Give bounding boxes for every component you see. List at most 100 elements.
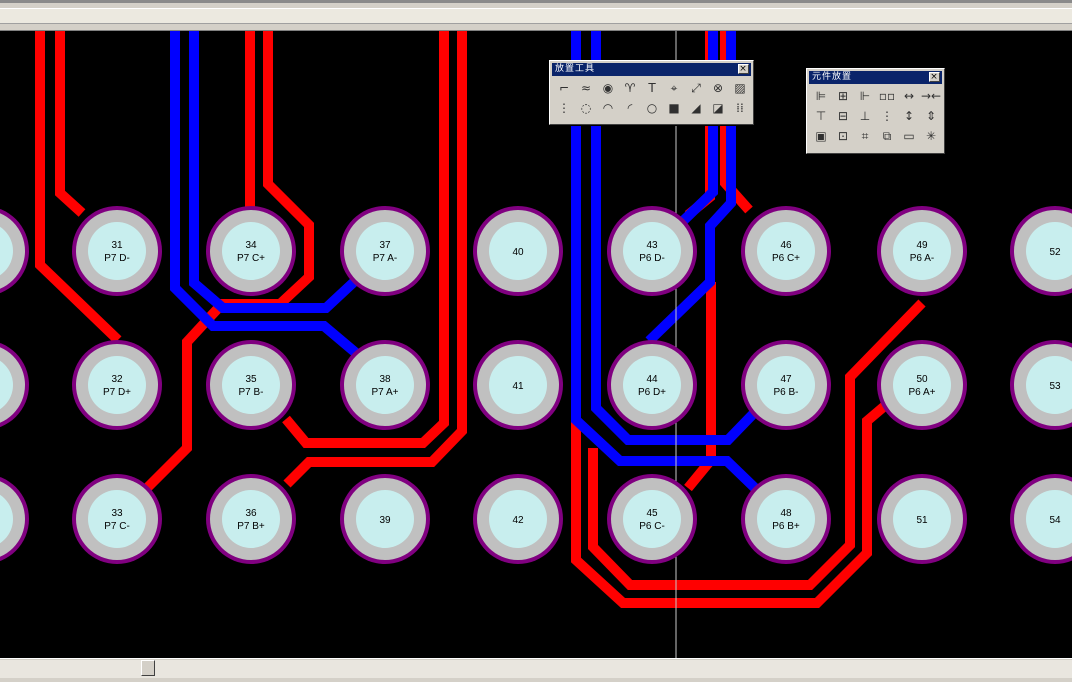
place-via-icon[interactable]: ◉ [602, 81, 614, 95]
move-grid-icon[interactable]: ⌗ [861, 129, 869, 143]
pad-net-label: P6 B+ [772, 521, 800, 532]
pad[interactable]: 40 [473, 206, 563, 296]
pad-number: 44 [646, 374, 658, 385]
pad[interactable]: 42 [473, 474, 563, 564]
trace-bottom[interactable] [571, 31, 761, 494]
trace-bottom[interactable] [189, 31, 359, 313]
trace-top[interactable] [571, 400, 891, 608]
decrease-v-spacing-icon[interactable]: ⇕ [925, 109, 937, 123]
trace-top[interactable] [35, 31, 122, 344]
place-polygon-icon[interactable]: ◢ [691, 101, 701, 115]
arc-center-icon[interactable]: ◌ [580, 101, 592, 115]
place-dimension-icon[interactable]: ⤢ [691, 81, 701, 95]
pad[interactable]: 53 [1010, 340, 1072, 430]
place-pad-icon[interactable]: ♈ [624, 81, 636, 95]
component-placement-window[interactable]: 元件放置 × ⊫ ⊞ ⊩ ▫▫ ↔ →← ⊤ ⊟ ⊥ ⋮ ↕ ⇕ ▣ ⊡ ⌗ ⧉ ▭ ✳ [806, 68, 945, 154]
place-fill-icon[interactable]: ■ [668, 101, 680, 115]
increase-h-spacing-icon[interactable]: ↔ [903, 89, 915, 103]
place-origin-icon[interactable]: ⊗ [712, 81, 724, 95]
close-icon[interactable]: × [738, 64, 749, 74]
align-right-icon[interactable]: ⊩ [859, 89, 871, 103]
pad-hole [0, 226, 13, 276]
pad[interactable]: 51 [877, 474, 967, 564]
close-icon[interactable]: × [929, 72, 940, 82]
room-arrange-icon[interactable]: ▣ [815, 129, 827, 143]
pad[interactable]: 50 P6 A+ [877, 340, 967, 430]
scroll-track[interactable] [0, 660, 1072, 678]
pad[interactable]: 52 [1010, 206, 1072, 296]
pad[interactable]: 41 [473, 340, 563, 430]
place-region-icon[interactable]: ◪ [712, 101, 724, 115]
pad[interactable] [0, 340, 29, 430]
align-center-v-icon[interactable]: ⊟ [837, 109, 849, 123]
place-circle-icon[interactable]: ○ [646, 101, 658, 115]
pad[interactable]: 39 [340, 474, 430, 564]
pad-number: 51 [916, 515, 928, 526]
trace-top[interactable] [588, 299, 926, 590]
align-center-h-icon[interactable]: ⊞ [837, 89, 849, 103]
pad-hole [222, 356, 280, 414]
pad-number: 32 [111, 374, 123, 385]
pad-number: 49 [916, 240, 928, 251]
place-line-icon[interactable]: ⌐ [558, 81, 570, 95]
align-bottom-icon[interactable]: ⊥ [859, 109, 871, 123]
group-icon[interactable]: ⧉ [882, 129, 892, 143]
pad-number: 54 [1049, 515, 1061, 526]
pad-number: 34 [245, 240, 257, 251]
place-array-icon[interactable]: ⁞⁞ [736, 101, 744, 115]
placement-tools-window[interactable]: 放置工具 × ⌐ ≈ ◉ ♈ T ⌖ ⤢ ⊗ ▨ ⋮ ◌ ◠ ◜ ○ ■ ◢ ◪ ⁞⁞ [549, 60, 754, 125]
document-tab-strip[interactable] [0, 8, 1072, 24]
distribute-h-icon[interactable]: ▫▫ [878, 89, 896, 103]
scroll-thumb[interactable] [141, 660, 155, 676]
placement-tools-title[interactable]: 放置工具 × [552, 63, 751, 76]
arc-any-icon[interactable]: ◜ [627, 101, 633, 115]
component-placement-title[interactable]: 元件放置 × [809, 71, 942, 84]
place-component-icon[interactable]: ⋮ [558, 101, 570, 115]
trace-bottom[interactable] [591, 31, 760, 445]
auto-place-icon[interactable]: ✳ [925, 129, 937, 143]
pad[interactable] [0, 206, 29, 296]
align-top-icon[interactable]: ⊤ [815, 109, 827, 123]
pad-net-label: P7 A- [373, 253, 397, 264]
distribute-v-icon[interactable]: ⋮ [881, 109, 893, 123]
pad-number: 50 [916, 374, 928, 385]
align-grid-icon[interactable]: ▭ [903, 129, 915, 143]
place-text-icon[interactable]: T [648, 81, 656, 95]
decrease-h-spacing-icon[interactable]: →← [921, 89, 942, 103]
align-left-icon[interactable]: ⊫ [815, 89, 827, 103]
place-arc-icon[interactable]: ≈ [580, 81, 592, 95]
pad-net-label: P6 A+ [909, 387, 936, 398]
pad-number: 45 [646, 508, 658, 519]
rect-arrange-icon[interactable]: ⊡ [837, 129, 849, 143]
place-room-icon[interactable]: ▨ [734, 81, 746, 95]
trace-top[interactable] [55, 31, 86, 217]
arc-edge-icon[interactable]: ◠ [602, 101, 614, 115]
horizontal-scrollbar[interactable] [0, 658, 1072, 682]
trace-top[interactable] [282, 31, 449, 448]
increase-v-spacing-icon[interactable]: ↕ [903, 109, 915, 123]
trace-bottom[interactable] [170, 31, 360, 357]
trace-bottom[interactable] [645, 31, 736, 345]
pad-hole [893, 356, 951, 414]
trace-top[interactable] [283, 31, 467, 488]
pad[interactable] [0, 474, 29, 564]
place-coordinate-icon[interactable]: ⌖ [670, 81, 678, 95]
pad[interactable]: 54 [1010, 474, 1072, 564]
